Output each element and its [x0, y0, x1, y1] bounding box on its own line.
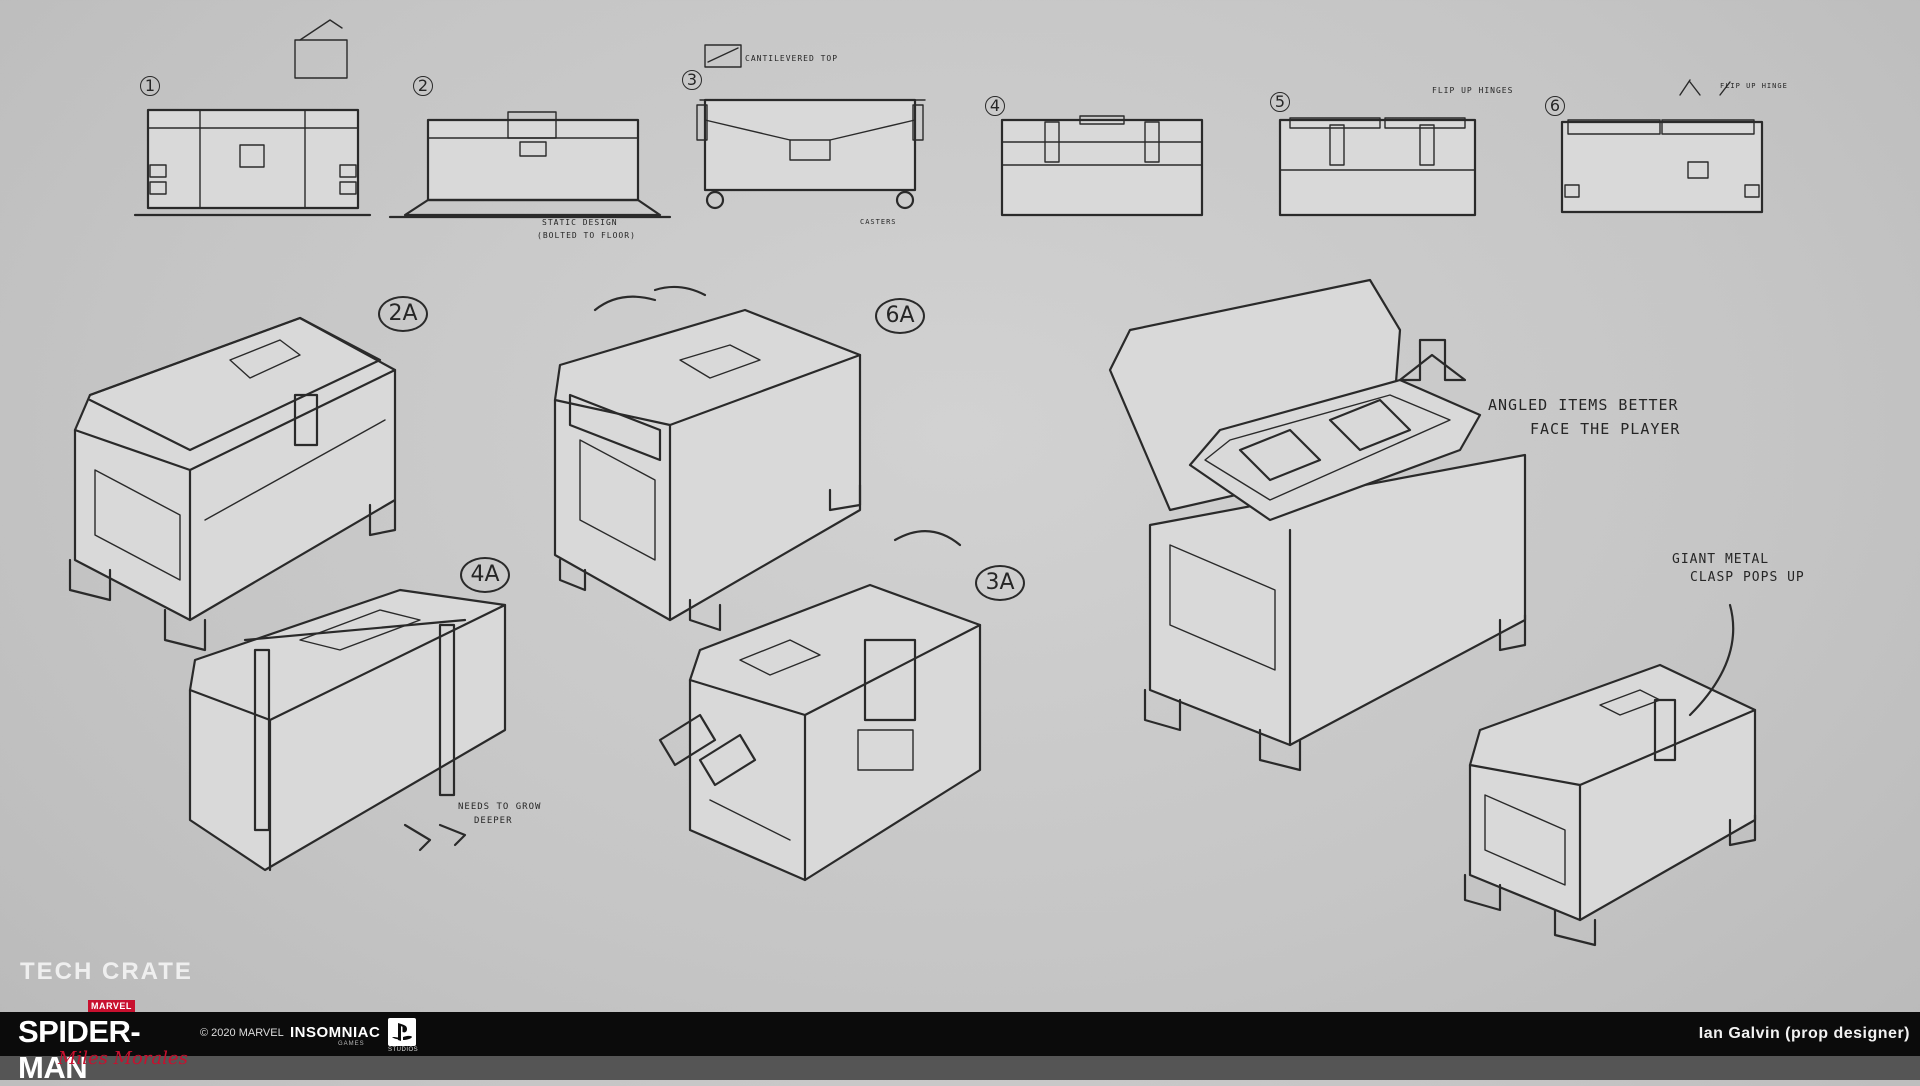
- callout-4a: 4A: [460, 557, 510, 593]
- note-flip-up-hinge: flip up hinge: [1720, 82, 1788, 90]
- sketch-view-5: [1278, 117, 1477, 217]
- callout-3a: 3A: [975, 565, 1025, 601]
- note-casters: casters: [860, 218, 897, 226]
- note-needs-to-grow-1: needs to grow: [458, 802, 542, 812]
- sketch-crate-6a: [553, 285, 862, 632]
- playstation-logo-icon: [388, 1018, 416, 1046]
- game-logo-main: SPIDER-MAN: [18, 1014, 141, 1085]
- sketch-number-2: 2: [413, 76, 433, 96]
- sketch-number-1: 1: [140, 76, 160, 96]
- sketch-view-6: [1560, 79, 1764, 214]
- sketch-crate-open: [1108, 278, 1527, 772]
- sketch-crate-small: [1463, 603, 1757, 947]
- note-angled-items-2: face the player: [1530, 420, 1681, 438]
- note-angled-items-1: angled items better: [1488, 396, 1679, 414]
- note-cantilevered-top: cantilevered top: [745, 54, 839, 63]
- footer-bottom-strip: [0, 1056, 1920, 1080]
- sheet-title: TECH CRATE: [20, 958, 193, 985]
- footer-bar: [0, 1012, 1920, 1056]
- copyright-text: © 2020 MARVEL: [200, 1027, 284, 1039]
- sketch-crate-4a: [188, 588, 507, 872]
- note-giant-clasp-1: giant metal: [1672, 552, 1770, 567]
- sketch-view-4: [1000, 115, 1204, 217]
- sketch-number-6: 6: [1545, 96, 1565, 116]
- publisher-logo: INSOMNIAC: [290, 1024, 381, 1041]
- game-logo: MARVEL SPIDER-MAN Miles Morales: [18, 1000, 188, 1085]
- concept-sheet: 1 2 3 4 5 6 2A 6A 4A 3A cantilevered top…: [68, 19, 1805, 947]
- game-logo-sub: Miles Morales: [58, 1048, 188, 1069]
- sketch-canvas: [68, 19, 1764, 947]
- sketch-view-1: [133, 19, 372, 217]
- note-flip-up-hinges: flip up hinges: [1432, 86, 1514, 95]
- platform-logo-sub: STUDIOS: [388, 1047, 419, 1053]
- callout-2a: 2A: [378, 296, 428, 332]
- sketch-number-3: 3: [682, 70, 702, 90]
- sketch-view-2: [388, 111, 672, 219]
- sketch-crate-3a: [658, 530, 982, 882]
- sketch-crate-2a: [68, 316, 397, 652]
- sketch-number-5: 5: [1270, 92, 1290, 112]
- callout-6a: 6A: [875, 298, 925, 334]
- sketch-number-4: 4: [985, 96, 1005, 116]
- marvel-badge: MARVEL: [88, 1000, 135, 1012]
- publisher-logo-sub: GAMES: [338, 1041, 365, 1047]
- note-static-design: static design: [542, 218, 618, 227]
- sketch-view-3: [696, 44, 926, 210]
- note-giant-clasp-2: clasp pops up: [1690, 570, 1805, 585]
- note-bolted-to-floor: (bolted to floor): [537, 231, 636, 240]
- designer-credit: Ian Galvin (prop designer): [1698, 1025, 1910, 1042]
- note-needs-to-grow-2: deeper: [474, 816, 513, 826]
